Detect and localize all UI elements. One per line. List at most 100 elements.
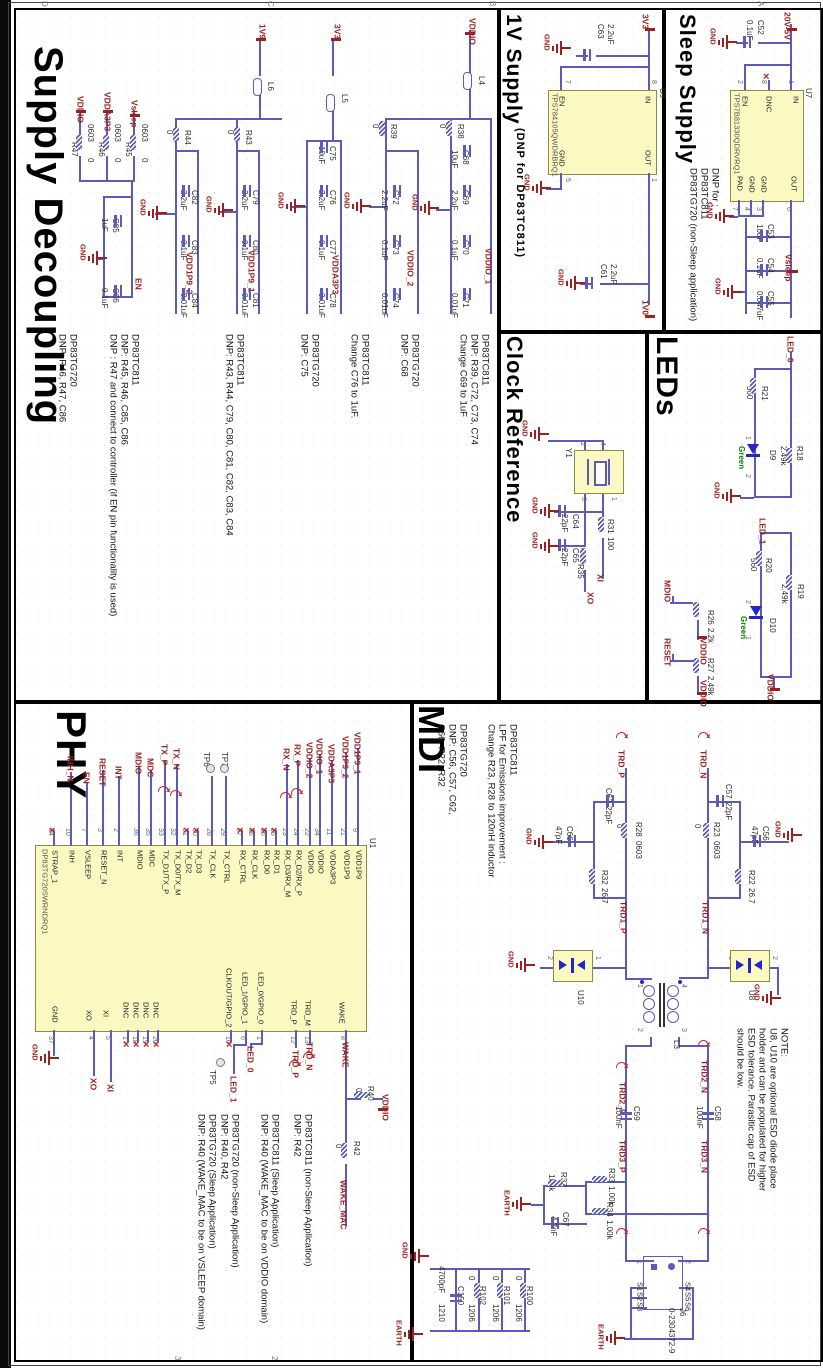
capacitor-symbol: [391, 185, 403, 197]
pin-number: 6: [239, 1036, 246, 1040]
wire: [697, 676, 699, 692]
resistor-symbol: [520, 1283, 526, 1298]
pin-number: 36: [132, 828, 139, 836]
capacitor-symbol: [741, 36, 753, 48]
wire: [760, 676, 792, 678]
section-title: Clock Reference: [502, 336, 527, 524]
wire: [450, 118, 452, 314]
component-label: 0.1uF: [179, 240, 188, 261]
wire: [53, 1030, 55, 1056]
wire: [679, 1287, 694, 1289]
component-label: C53: [766, 224, 775, 239]
component-label: R22: [747, 870, 756, 885]
wire: [585, 1181, 587, 1215]
component-label: 0.01uF: [179, 293, 188, 318]
wire: [164, 760, 166, 846]
resistor-symbol: [474, 1283, 480, 1298]
wire: [740, 497, 754, 499]
wire: [309, 1030, 311, 1044]
pin-number: 24: [292, 828, 299, 836]
power-bar: [465, 32, 475, 35]
wire: [566, 511, 604, 513]
ic-pin-label: VDDIO: [316, 850, 326, 874]
section-box: [410, 700, 823, 1362]
grid-reference: C: [266, 1, 275, 7]
component-label: R102: [478, 1286, 487, 1306]
pin-number: 1: [594, 956, 601, 960]
part-number: TPS7B81330QDRVRQ1: [732, 93, 742, 175]
ic-pin-label: CLKOUT/GPIO_2: [224, 968, 234, 1028]
ic-pin-label: GND: [759, 176, 769, 193]
pin-number: 3: [580, 497, 587, 501]
component-label: 0: [140, 158, 149, 163]
component-label: 2.2uF: [317, 190, 326, 211]
component-label: 0.01uF: [450, 293, 459, 318]
power-bar: [76, 110, 86, 113]
wire: [600, 283, 648, 285]
gnd-symbol-label: GND: [705, 202, 715, 219]
ic-pin-label: LED_0/GPIO_0: [256, 972, 266, 1025]
gnd-symbol-label: GND: [522, 174, 532, 191]
ic-pin-label: IN: [791, 96, 801, 104]
net-label: EN: [81, 772, 92, 784]
led-symbol: [746, 444, 762, 460]
wire: [692, 1287, 694, 1309]
wire: [385, 150, 387, 314]
gnd-symbol-label: GND: [712, 482, 722, 499]
component-label: 0.1uF: [755, 258, 764, 278]
pin-number: 30: [191, 828, 198, 836]
wire: [546, 188, 562, 190]
ic-pin-label: RX_D1: [272, 850, 282, 875]
wire: [762, 200, 764, 216]
wire: [630, 1287, 632, 1309]
schematic-note: LPF for Emissions improvement :: [496, 724, 508, 864]
ic-pin-label: EN: [557, 96, 567, 107]
component-label: C55: [766, 291, 775, 306]
power-bar: [645, 315, 655, 318]
component-label: C80: [251, 240, 260, 255]
component-label: 4.7nF: [549, 1216, 558, 1237]
net-label: LED_0: [245, 1046, 256, 1073]
wire: [593, 801, 595, 873]
wire: [678, 1045, 709, 1047]
wire: [560, 66, 562, 90]
pin-number: 9: [351, 828, 358, 832]
resistor-symbol: [592, 1176, 607, 1182]
wire: [648, 28, 650, 90]
wire: [455, 1268, 457, 1330]
resistor-symbol: [693, 602, 699, 617]
component-label: R35: [576, 564, 585, 579]
ic-pin-label: RX_CTRL: [238, 850, 248, 885]
pin-number: 8: [760, 80, 767, 84]
inductor-symbol: [326, 94, 335, 112]
wire: [593, 801, 627, 803]
wire: [737, 291, 747, 293]
section-title: Supply Decoupling: [26, 46, 70, 426]
gnd-symbol-label: GND: [78, 244, 88, 261]
schematic-note: DP83TC811: [359, 334, 371, 386]
schematic-note: DP83TG720: [67, 334, 79, 387]
wire: [750, 200, 752, 216]
wire: [672, 596, 674, 602]
pin-number: 29: [219, 828, 226, 836]
wire: [543, 1223, 587, 1225]
wire: [175, 118, 282, 120]
pin-number: 4: [743, 207, 750, 211]
component-label: C71: [461, 293, 470, 308]
pin-number: 1: [744, 636, 751, 640]
diff-pair-icon: [303, 1052, 314, 1058]
gnd-symbol: GND: [31, 1044, 62, 1066]
no-connect-x: ×: [49, 825, 56, 837]
power-bar: [770, 688, 780, 691]
pin-number: 3: [680, 1028, 687, 1032]
wire: [417, 150, 419, 314]
pin-number: 2: [736, 80, 743, 84]
component-label: L5: [340, 94, 349, 103]
earth-symbol-label: EARTH: [394, 1320, 404, 1346]
pin-number: 1: [744, 436, 751, 440]
part-number: TPS784105QWDRBRQ1: [550, 93, 560, 177]
wire: [261, 1030, 263, 1044]
section-box: [14, 8, 501, 704]
no-connect-x: ×: [143, 1039, 150, 1051]
